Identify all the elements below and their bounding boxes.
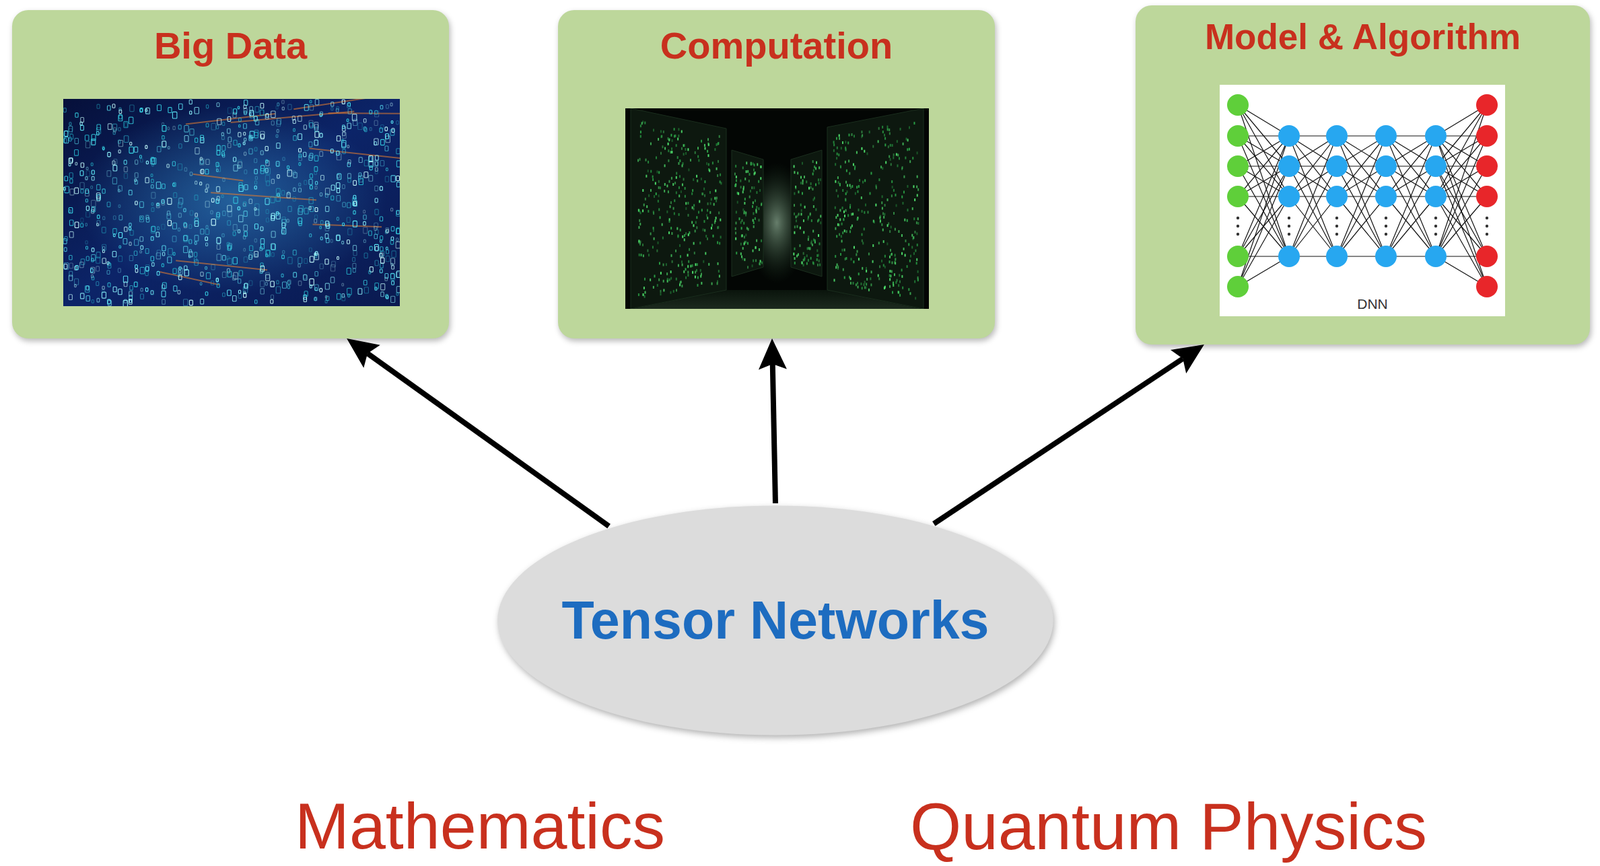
topic-box: Big Data xyxy=(12,10,449,339)
label-slot: DNN xyxy=(1357,296,1388,312)
node-title: Computation xyxy=(660,24,893,68)
center-ellipse: Tensor Networks xyxy=(494,503,1057,738)
connector-line xyxy=(367,353,610,527)
arrow-head xyxy=(758,338,787,370)
node-title: Model & Algorithm xyxy=(1204,16,1521,58)
connector-line xyxy=(772,364,776,504)
arrow-connector xyxy=(346,338,609,527)
network-illustration xyxy=(1219,84,1506,317)
arrow-head xyxy=(1170,344,1205,374)
label-slot: Quantum Physics xyxy=(910,792,1428,862)
arrow-connector xyxy=(758,338,787,504)
node-title: Big Data xyxy=(154,24,307,68)
topic-box: Model & Algorithm xyxy=(1135,5,1590,345)
data-illustration xyxy=(63,98,400,307)
connector-line xyxy=(933,358,1183,524)
ellipse-outline xyxy=(497,505,1054,736)
image-caption: DNN xyxy=(1357,296,1388,312)
topic-box: Computation xyxy=(558,10,995,339)
server-illustration xyxy=(625,108,929,309)
field-label: Mathematics xyxy=(294,792,666,861)
label-slot: Mathematics xyxy=(294,792,666,861)
arrow-head xyxy=(346,338,381,369)
field-label: Quantum Physics xyxy=(910,792,1428,862)
arrow-connector xyxy=(933,344,1205,524)
node-title: Tensor Networks xyxy=(561,590,989,652)
